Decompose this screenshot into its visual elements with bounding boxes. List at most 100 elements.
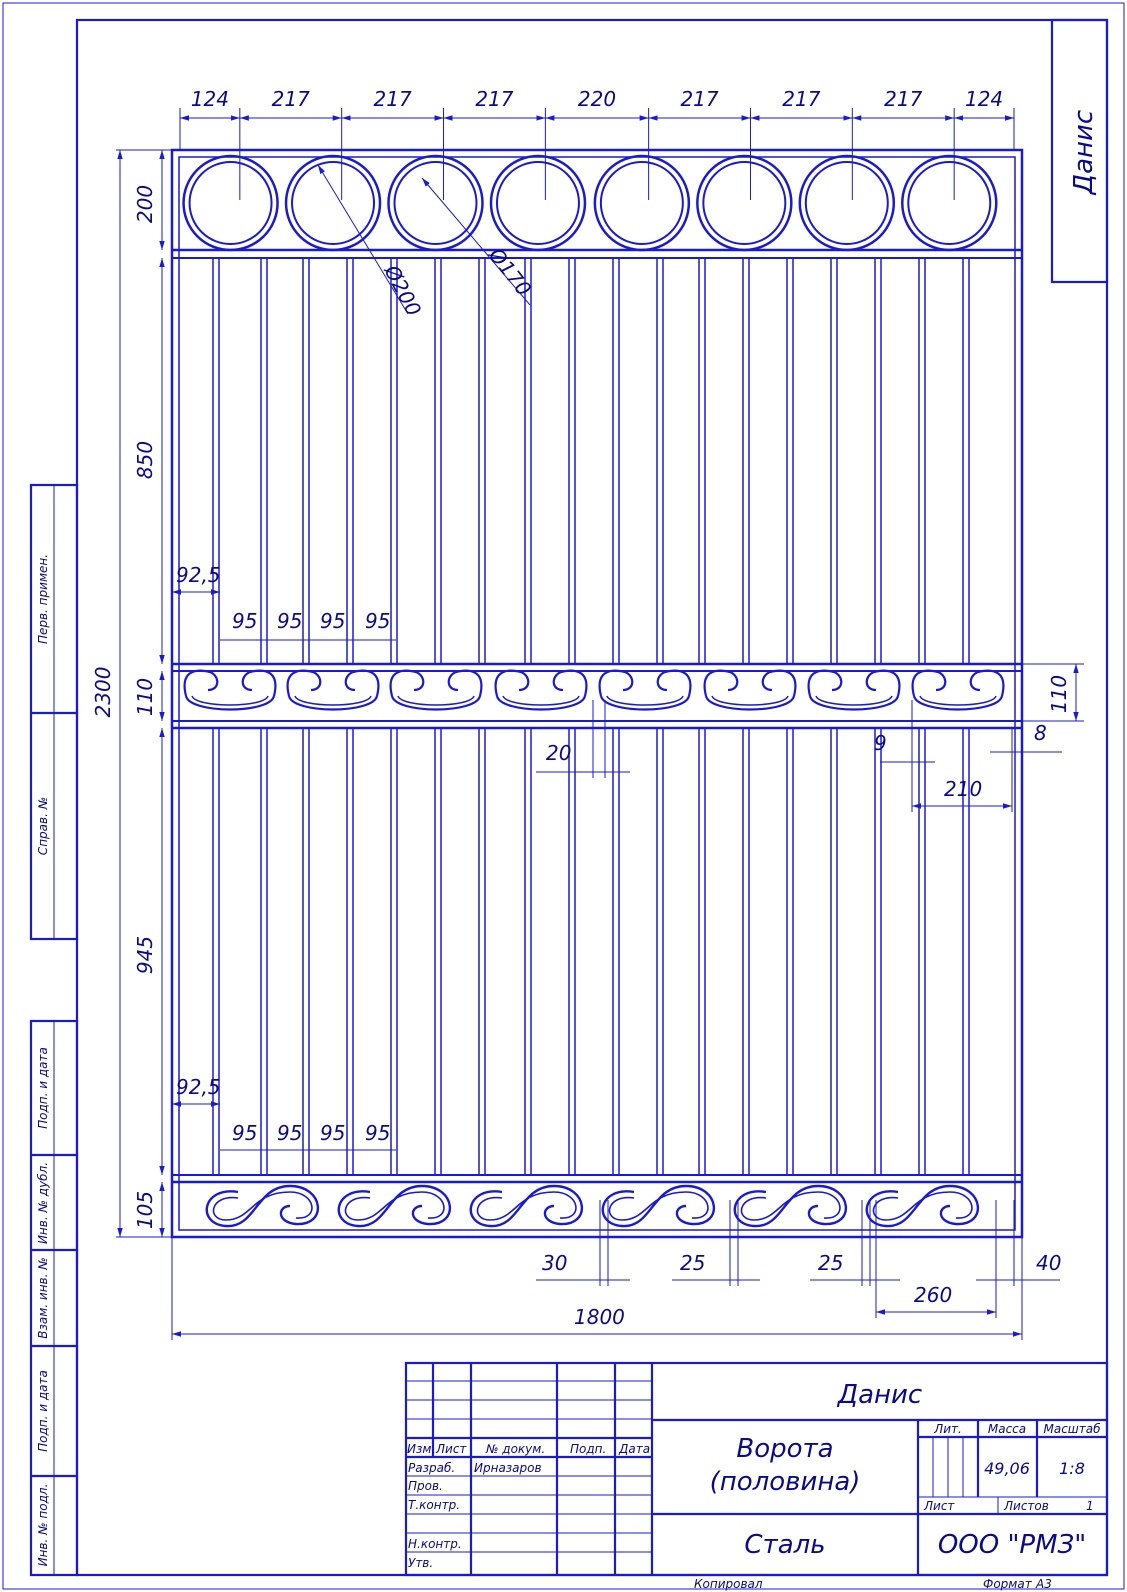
top-dim-8: 217 <box>884 87 922 111</box>
mid-scroll-pair-7 <box>807 669 901 711</box>
dim-lower-spacing-1: 95 <box>232 1121 257 1145</box>
tb-row-nkontr: Н.контр. <box>408 1537 462 1551</box>
upper-bar-1 <box>212 257 220 665</box>
ring-inner-4 <box>495 161 580 245</box>
dim-lower-spacing-3: 95 <box>320 1121 345 1145</box>
upper-bar-2 <box>260 257 268 665</box>
tb-material: Сталь <box>744 1530 825 1560</box>
dim-bot-25a: 25 <box>680 1251 705 1275</box>
lower-bar-14 <box>786 727 794 1176</box>
side-strip: Перв. примен. Справ. № Подп. и дата Инв.… <box>29 483 79 1577</box>
dim-bot-260: 260 <box>914 1283 952 1307</box>
tb-sheets-label: Листов <box>1003 1499 1049 1513</box>
dim-lower-spacing-4: 95 <box>365 1121 390 1145</box>
lower-bar-12 <box>698 727 706 1176</box>
bottom-s-scroll-6 <box>865 1184 980 1228</box>
dim-mid-gap: 20 <box>546 741 571 765</box>
ring-inner-8 <box>907 161 992 245</box>
upper-bar-5 <box>390 257 398 665</box>
lower-bar-7 <box>478 727 486 1176</box>
dim-upper-spacing-1: 95 <box>232 609 257 633</box>
dim-h-mid-left: 110 <box>133 678 157 716</box>
tb-row-prov: Пров. <box>408 1479 443 1493</box>
dim-total-width: 1800 <box>574 1305 625 1329</box>
tb-company: ООО "РМЗ" <box>938 1530 1086 1560</box>
ring-outer-2 <box>284 154 382 252</box>
upper-bar-13 <box>742 257 750 665</box>
bottom-s-scroll-3 <box>469 1184 584 1228</box>
upper-bar-6 <box>434 257 442 665</box>
dim-lower-offset: 92,5 <box>176 1075 221 1099</box>
overall-width-dimension: 1800 <box>171 1237 1023 1340</box>
side-label-inv-dubl: Инв. № дубл. <box>36 1162 50 1244</box>
dim-mid-210: 210 <box>944 777 982 801</box>
dim-upper-spacing-3: 95 <box>320 609 345 633</box>
dim-mid-8: 8 <box>1034 721 1047 745</box>
lower-bar-3 <box>302 727 310 1176</box>
tb-designation: Данис <box>837 1380 922 1410</box>
mid-scroll-pair-6 <box>703 669 797 711</box>
tb-name-line2: (половина) <box>710 1467 861 1497</box>
top-dim-6: 217 <box>680 87 718 111</box>
gate-outline <box>170 148 1024 1239</box>
bottom-s-scroll-2 <box>337 1184 452 1228</box>
ring-outer-4 <box>489 154 587 252</box>
tb-mass-value: 49,06 <box>984 1459 1030 1478</box>
footer-format-label: Формат <box>983 1577 1033 1591</box>
ring-outer-1 <box>182 154 279 252</box>
upper-bar-14 <box>786 257 794 665</box>
lower-bar-9 <box>568 727 576 1176</box>
tb-row-tkontr: Т.контр. <box>408 1498 460 1512</box>
ring-inner-3 <box>393 161 478 245</box>
bottom-detail-dimensions: 30 25 25 260 40 <box>536 1200 1061 1318</box>
tb-col-podp: Подп. <box>570 1442 606 1456</box>
tb-mass-label: Масса <box>988 1422 1026 1436</box>
ring-outer-3 <box>387 154 484 252</box>
ring-inner-1 <box>188 161 273 245</box>
corner-stamp-text: Данис <box>1069 110 1099 195</box>
footer-format-value: А3 <box>1035 1577 1052 1591</box>
upper-bar-3 <box>302 257 310 665</box>
top-dim-3: 217 <box>374 87 412 111</box>
lower-bars <box>212 727 970 1176</box>
footer-copied: Копировал <box>694 1577 763 1591</box>
lower-bar-15 <box>830 727 838 1176</box>
left-dimensions: 2300 200 850 110 945 105 <box>91 149 172 1238</box>
dim-h-upper: 850 <box>133 441 157 479</box>
bottom-s-scroll-1 <box>205 1184 320 1228</box>
tb-col-doc: № докум. <box>485 1442 545 1456</box>
tb-col-izm: Изм. <box>407 1442 435 1456</box>
mid-scroll-pair-3 <box>389 669 483 711</box>
lower-bar-4 <box>346 727 354 1176</box>
tb-row-razrab: Разраб. <box>408 1461 455 1475</box>
upper-bar-8 <box>524 257 532 665</box>
dim-lower-spacing-2: 95 <box>277 1121 302 1145</box>
lower-spacing-dimensions: 92,5 95 95 95 95 <box>172 1075 396 1151</box>
upper-bar-4 <box>346 257 354 665</box>
dim-bot-30: 30 <box>542 1251 567 1275</box>
mid-scroll-pair-2 <box>286 669 380 711</box>
lower-bar-10 <box>612 727 620 1176</box>
dim-ring-outer: Ø200 <box>379 260 426 320</box>
top-dim-7: 217 <box>782 87 820 111</box>
dim-h-lower: 945 <box>133 936 157 974</box>
lower-bar-5 <box>390 727 398 1176</box>
lower-bar-18 <box>962 727 970 1176</box>
side-label-podp2: Подп. и дата <box>36 1370 50 1452</box>
tb-lit-label: Лит. <box>933 1422 962 1436</box>
upper-bars <box>212 257 970 665</box>
tb-sheet-label: Лист <box>923 1499 955 1513</box>
ring-inner-5 <box>599 161 684 245</box>
dim-upper-spacing-2: 95 <box>277 609 302 633</box>
upper-bar-10 <box>612 257 620 665</box>
dim-h-top: 200 <box>133 185 157 223</box>
tb-sheets-value: 1 <box>1086 1499 1094 1513</box>
side-label-sprav: Справ. № <box>36 797 50 855</box>
dim-mid-9: 9 <box>874 731 887 755</box>
title-block: Изм. Лист № докум. Подп. Дата Разраб. Ир… <box>404 1361 1109 1577</box>
dim-upper-spacing-4: 95 <box>365 609 390 633</box>
middle-detail-dimensions: 20 9 210 8 <box>536 700 1062 812</box>
ring-outer-6 <box>696 154 793 252</box>
upper-bar-15 <box>830 257 838 665</box>
